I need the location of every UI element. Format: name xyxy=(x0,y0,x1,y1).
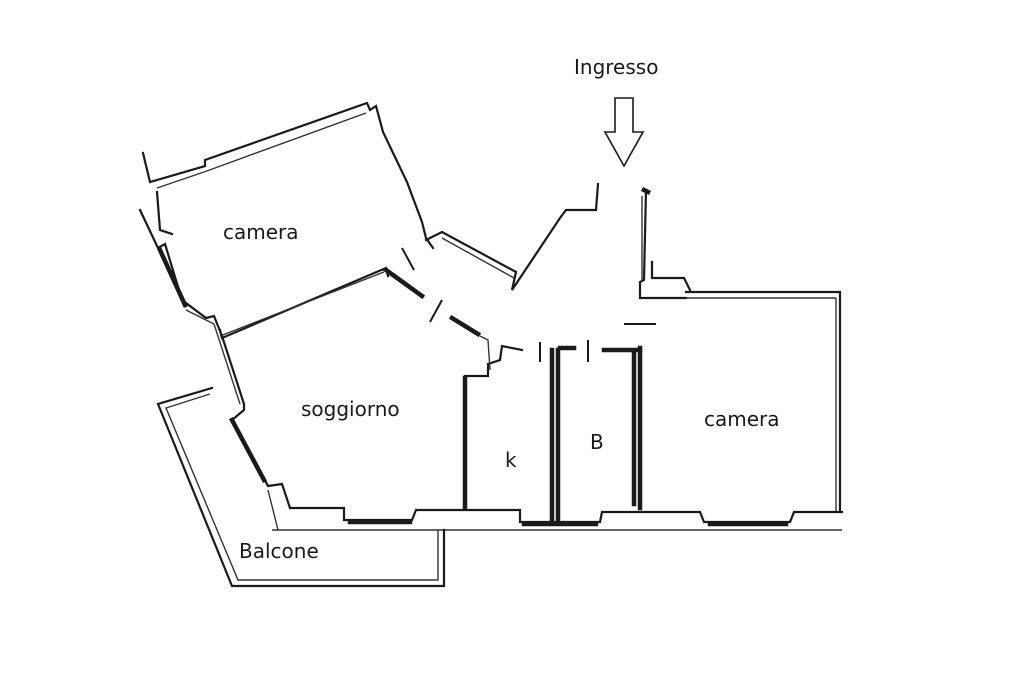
hall-wall-east xyxy=(638,188,688,300)
door-living xyxy=(429,299,443,323)
bedroom-top-wall-west-inner xyxy=(155,190,174,236)
hall-entry-wall-right xyxy=(640,186,652,196)
partition-thick xyxy=(382,266,426,300)
living-wall-west xyxy=(180,298,292,510)
down-arrow-icon xyxy=(603,97,645,168)
room-label-bedroom-right: camera xyxy=(704,407,780,431)
bedroom-top-wall-north xyxy=(141,101,435,250)
hall-wall-north xyxy=(424,182,600,291)
room-label-balcony: Balcone xyxy=(239,539,319,563)
bedroom-right-wall-north xyxy=(684,290,842,514)
hall-stub xyxy=(650,260,692,292)
entrance-label: Ingresso xyxy=(574,55,659,79)
room-label-bath: B xyxy=(590,430,604,454)
balcony-outline xyxy=(156,386,446,588)
living-hall-wall xyxy=(448,314,482,338)
living-wall-west-inner xyxy=(185,309,241,405)
kitchen-nook xyxy=(463,344,524,378)
bedroom-top-window xyxy=(157,247,188,308)
balcony-edge xyxy=(267,489,279,531)
living-window xyxy=(228,416,268,484)
room-label-kitchen: k xyxy=(505,448,517,472)
door-bedroom-top xyxy=(401,247,415,271)
bedroom-top-wall-west xyxy=(138,208,184,302)
partition-line-2 xyxy=(219,271,385,337)
room-label-living: soggiorno xyxy=(301,397,400,421)
kitchen-nook-inner xyxy=(479,335,491,371)
hall-wall-north-inner xyxy=(441,237,515,279)
bedroom-top-wall-north-inner xyxy=(156,112,367,189)
balcony-outline-inner xyxy=(165,393,439,581)
room-label-bedroom-top: camera xyxy=(223,220,299,244)
